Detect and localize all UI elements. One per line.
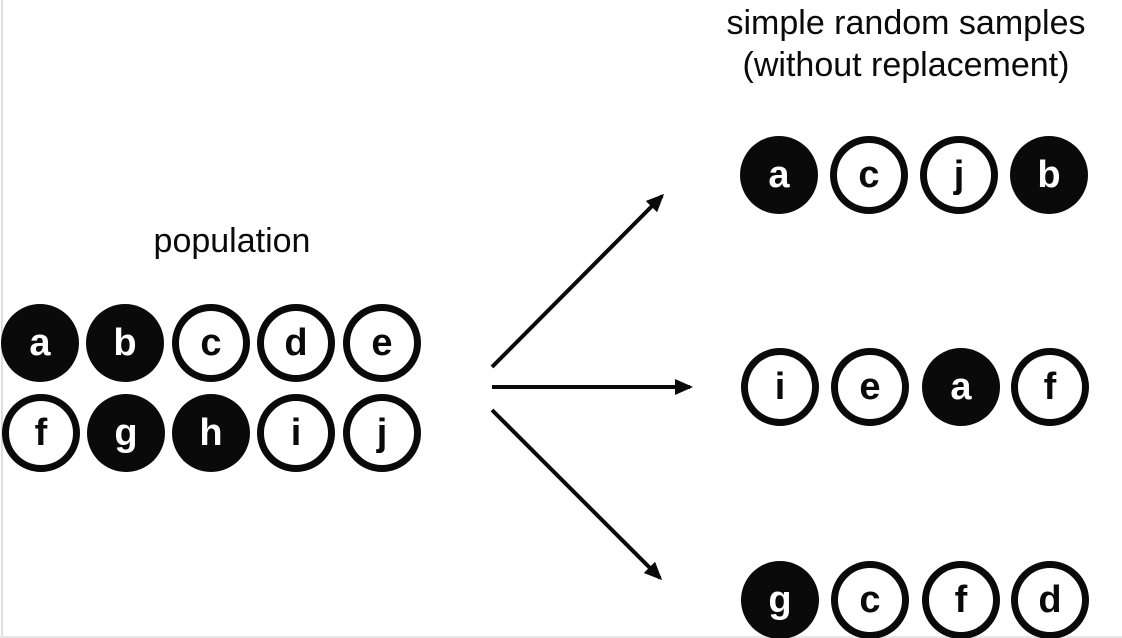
sample3-circle-c: c	[831, 561, 909, 638]
diagram-title: simple random samples (without replaceme…	[690, 2, 1122, 86]
population-circle-f: f	[2, 394, 80, 472]
arrow-to-sample-3	[490, 408, 663, 581]
sample3-circle-g: g	[741, 561, 819, 638]
population-circle-h: h	[172, 394, 250, 472]
sample3-circle-d: d	[1011, 561, 1089, 638]
population-circle-b: b	[86, 304, 164, 382]
population-circle-g: g	[87, 394, 165, 472]
population-circle-d: d	[257, 304, 335, 382]
sample1-circle-j: j	[920, 136, 998, 214]
population-circle-e: e	[343, 304, 421, 382]
bottom-edge-line	[0, 636, 1122, 638]
sample2-circle-a: a	[922, 348, 1000, 426]
sample1-circle-b: b	[1010, 136, 1088, 214]
population-circle-j: j	[343, 394, 421, 472]
left-edge-line	[1, 0, 3, 638]
sample2-circle-e: e	[831, 348, 909, 426]
population-circle-a: a	[1, 304, 79, 382]
sample1-circle-a: a	[740, 136, 818, 214]
population-circle-i: i	[257, 394, 335, 472]
arrow-to-sample-1	[490, 193, 665, 369]
sample3-circle-f: f	[922, 561, 1000, 638]
population-circle-c: c	[172, 304, 250, 382]
title-line-1: simple random samples	[726, 4, 1086, 42]
sample2-circle-f: f	[1011, 348, 1089, 426]
population-label: population	[153, 222, 311, 260]
sample1-circle-c: c	[830, 136, 908, 214]
sample2-circle-i: i	[741, 348, 819, 426]
title-line-2: (without replacement)	[742, 46, 1070, 84]
